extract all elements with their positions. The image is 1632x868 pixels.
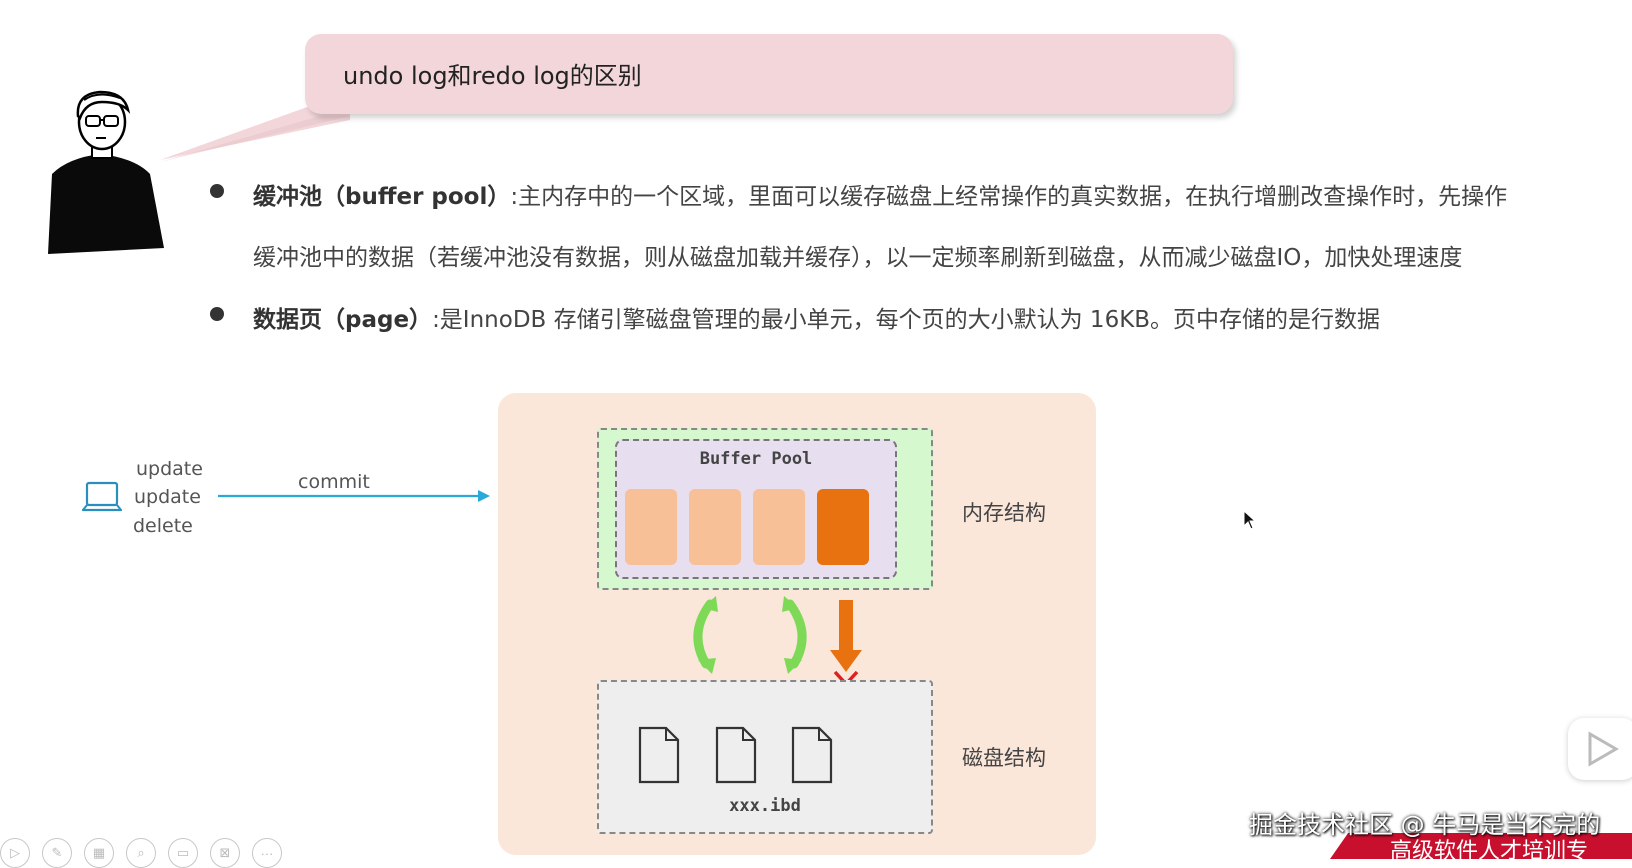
play-icon bbox=[1588, 731, 1620, 767]
disk-structure-box bbox=[597, 680, 933, 834]
video-play-button[interactable] bbox=[1568, 718, 1632, 780]
slide-title: undo log和redo log的区别 bbox=[343, 62, 642, 90]
commit-arrow bbox=[218, 490, 490, 502]
bullet-buffer-pool-line1: 缓冲池（buffer pool）:主内存中的一个区域，里面可以缓存磁盘上经常操作… bbox=[253, 177, 1507, 211]
disk-structure-label: 磁盘结构 bbox=[962, 746, 1046, 770]
bullet-page-line1: 数据页（page）:是InnoDB 存储引擎磁盘管理的最小单元，每个页的大小默认… bbox=[253, 300, 1380, 334]
buffer-page bbox=[689, 489, 741, 565]
speech-bubble bbox=[305, 34, 1233, 114]
file-icon bbox=[791, 726, 833, 784]
client-op: update bbox=[134, 486, 201, 508]
client-op: update bbox=[136, 458, 203, 480]
bullet-buffer-pool-line2: 缓冲池中的数据（若缓冲池没有数据，则从磁盘加载并缓存），以一定频率刷新到磁盘，从… bbox=[253, 245, 1463, 271]
file-label: xxx.ibd bbox=[729, 796, 801, 816]
file-icon bbox=[715, 726, 757, 784]
screen-off-button[interactable]: ⊠ bbox=[210, 838, 240, 868]
sync-arrows-icon bbox=[693, 596, 807, 674]
file-icon bbox=[638, 726, 680, 784]
client-op: delete bbox=[133, 515, 193, 537]
more-options-button[interactable]: ··· bbox=[252, 838, 282, 868]
prev-slide-button[interactable]: ▷ bbox=[0, 838, 30, 868]
watermark-text: 掘金技术社区 @ 牛马是当不完的 bbox=[1249, 811, 1601, 839]
presenter-avatar-icon bbox=[48, 90, 164, 254]
pen-tool-button[interactable]: ✎ bbox=[42, 838, 72, 868]
mouse-cursor-icon bbox=[1243, 510, 1257, 530]
bullet-desc: :是InnoDB 存储引擎磁盘管理的最小单元，每个页的大小默认为 16KB。页中… bbox=[432, 307, 1381, 333]
subtitle-button[interactable]: ▭ bbox=[168, 838, 198, 868]
commit-label: commit bbox=[298, 471, 370, 493]
bullet-term: 数据页（page） bbox=[253, 307, 433, 333]
zoom-button[interactable]: ⌕ bbox=[126, 838, 156, 868]
footer-banner bbox=[1330, 833, 1632, 859]
bullet-dot bbox=[210, 307, 224, 321]
bullet-term: 缓冲池（buffer pool） bbox=[253, 184, 511, 210]
buffer-page bbox=[753, 489, 805, 565]
bullet-desc: :主内存中的一个区域，里面可以缓存磁盘上经常操作的真实数据，在执行增删改查操作时… bbox=[510, 184, 1508, 210]
buffer-page bbox=[625, 489, 677, 565]
speech-bubble-tail bbox=[160, 100, 350, 162]
bullet-dot bbox=[210, 184, 224, 198]
slides-grid-button[interactable]: ▦ bbox=[84, 838, 114, 868]
buffer-page-dirty bbox=[817, 489, 869, 565]
laptop-icon bbox=[82, 481, 122, 512]
buffer-pool-label: Buffer Pool bbox=[699, 449, 813, 469]
memory-structure-label: 内存结构 bbox=[962, 501, 1046, 525]
